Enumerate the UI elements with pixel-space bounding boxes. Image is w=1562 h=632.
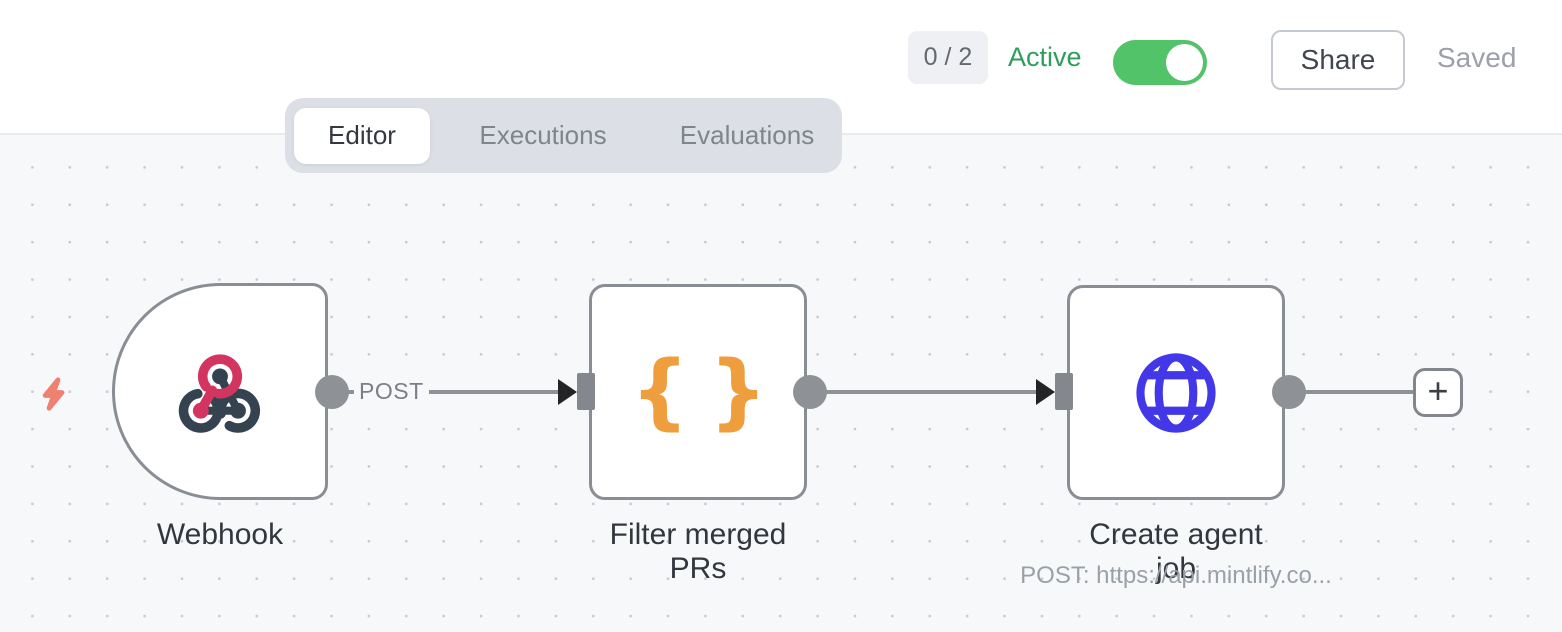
curly-braces-icon: {} (630, 344, 788, 439)
input-port-http[interactable] (1055, 373, 1073, 410)
share-button[interactable]: Share (1271, 30, 1405, 90)
plus-icon: + (1427, 369, 1449, 411)
connection-label-post: POST (354, 377, 429, 406)
output-port-http[interactable] (1272, 375, 1306, 409)
output-port-webhook[interactable] (315, 375, 349, 409)
toggle-knob (1166, 44, 1203, 81)
node-filter-merged-prs[interactable]: {} (589, 284, 807, 500)
active-toggle[interactable] (1113, 40, 1207, 85)
tab-evaluations[interactable]: Evaluations (679, 120, 815, 150)
active-label: Active (1008, 42, 1082, 72)
connection-webhook-filter (332, 390, 566, 394)
connection-http-add (1289, 390, 1413, 394)
lightning-bolt-icon (42, 377, 65, 411)
globe-icon (1136, 352, 1216, 433)
node-label-create-agent-job: Create agent job (1089, 518, 1263, 585)
input-port-filter[interactable] (577, 373, 595, 410)
tab-editor[interactable]: Editor (294, 107, 430, 164)
node-label-filter: Filter merged PRs (609, 518, 787, 585)
node-create-agent-job[interactable] (1067, 285, 1285, 500)
output-port-filter[interactable] (793, 375, 827, 409)
connection-filter-http (810, 390, 1046, 394)
webhook-icon (178, 353, 261, 433)
node-webhook[interactable] (112, 283, 328, 500)
tab-executions[interactable]: Executions (479, 120, 607, 150)
saved-status: Saved (1437, 41, 1517, 73)
arrowhead-icon (558, 379, 577, 405)
node-label-webhook: Webhook (156, 518, 284, 551)
arrowhead-icon (1036, 379, 1055, 405)
node-subtitle-create-agent-job: POST: https://api.mintlify.co... (1020, 562, 1332, 589)
view-tabs: Editor Executions Evaluations (285, 98, 842, 173)
share-button-label: Share (1300, 44, 1376, 75)
execution-count-badge: 0 / 2 (908, 31, 988, 84)
execution-count-text: 0 / 2 (923, 43, 973, 71)
workflow-canvas[interactable]: {} POST + Webhook Filter merged PRs Crea… (0, 134, 1562, 632)
add-node-button[interactable]: + (1413, 368, 1463, 417)
